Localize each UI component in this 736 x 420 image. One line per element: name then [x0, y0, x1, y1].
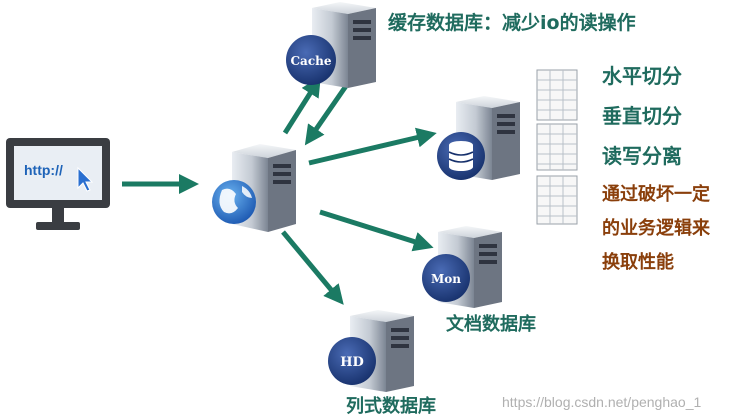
note-read-write-split: 读写分离 [602, 144, 682, 168]
hd-badge-label: HD [340, 355, 364, 370]
tradeoff-line-1: 通过破坏一定 [602, 184, 710, 205]
tradeoff-line-2: 的业务逻辑来 [602, 218, 710, 239]
database-server-icon [437, 96, 520, 180]
spreadsheet-icon [536, 123, 578, 171]
flow-arrows [122, 76, 437, 305]
monitor-url-text: http:// [24, 162, 63, 178]
mongo-caption: 文档数据库 [446, 314, 536, 335]
db-scaling-notes: 水平切分 垂直切分 读写分离 [602, 64, 682, 184]
watermark: https://blog.csdn.net/penghao_1 [502, 394, 702, 410]
browser-monitor-icon [6, 138, 110, 230]
mongo-badge-label: Mon [431, 272, 461, 286]
tradeoff-line-3: 换取性能 [602, 252, 674, 273]
mongo-server-icon: Mon [422, 226, 502, 308]
hd-caption: 列式数据库 [346, 396, 436, 417]
spreadsheet-icons [536, 69, 578, 225]
tradeoff-note: 通过破坏一定 的业务逻辑来 换取性能 [602, 184, 710, 286]
arrow-web-to-hd [281, 230, 344, 305]
spreadsheet-icon [536, 175, 578, 225]
arrow-web-to-cache [282, 76, 321, 135]
database-cylinder-icon [449, 141, 473, 171]
cache-server-icon: Cache [286, 2, 376, 88]
arrow-web-to-mongo [319, 209, 434, 252]
hd-server-icon: HD [328, 310, 414, 392]
arrow-cache-to-web [304, 84, 349, 146]
arrow-web-to-db [308, 127, 437, 166]
cursor-icon [77, 166, 94, 192]
cache-badge-label: Cache [291, 54, 332, 68]
note-horizontal-split: 水平切分 [602, 64, 682, 88]
note-vertical-split: 垂直切分 [602, 104, 682, 128]
web-server-icon [212, 144, 296, 232]
cache-caption: 缓存数据库：减少io的读操作 [388, 12, 636, 34]
spreadsheet-icon [536, 69, 578, 121]
